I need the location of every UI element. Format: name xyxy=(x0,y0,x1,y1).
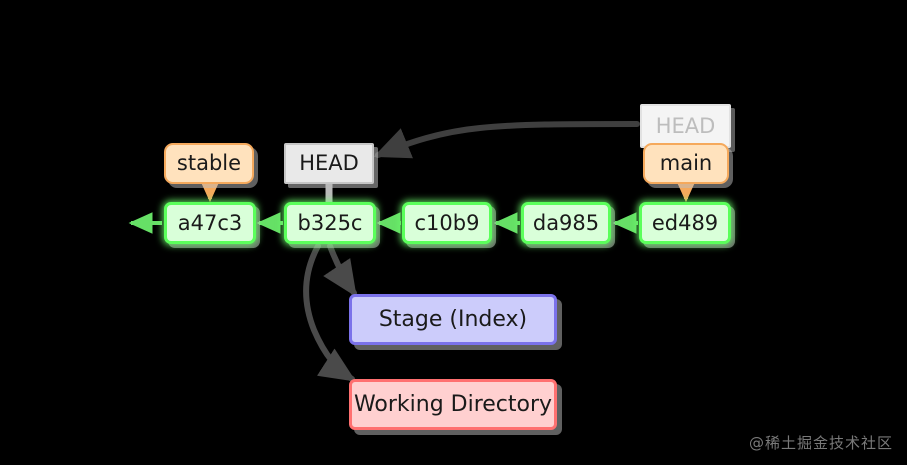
ref-head-ghost-label: HEAD xyxy=(655,113,716,138)
commit-a47c3-label: a47c3 xyxy=(177,210,243,235)
ref-stable[interactable]: stable xyxy=(164,143,254,184)
commit-ed489[interactable]: ed489 xyxy=(639,202,731,244)
commit-b325c-label: b325c xyxy=(297,210,363,235)
watermark: @稀土掘金技术社区 xyxy=(748,434,893,452)
commit-a47c3[interactable]: a47c3 xyxy=(164,202,256,244)
commit-da985-label: da985 xyxy=(532,210,600,235)
commit-da985[interactable]: da985 xyxy=(521,202,611,244)
stage-index-box[interactable]: Stage (Index) xyxy=(349,294,557,345)
ref-head-label: HEAD xyxy=(299,151,359,175)
edge-b325c-to-stage xyxy=(323,243,357,297)
working-directory-label: Working Directory xyxy=(353,391,553,417)
ref-main[interactable]: main xyxy=(643,143,729,184)
working-directory-box[interactable]: Working Directory xyxy=(349,379,557,430)
commit-b325c[interactable]: b325c xyxy=(284,202,376,244)
commit-c10b9[interactable]: c10b9 xyxy=(402,202,492,244)
edge-b325c-to-working xyxy=(303,243,357,382)
edge-head-move xyxy=(373,121,640,159)
ref-head-ghost[interactable]: HEAD xyxy=(640,104,731,148)
ref-head[interactable]: HEAD xyxy=(284,143,374,184)
stage-index-label: Stage (Index) xyxy=(378,306,528,332)
ref-stable-label: stable xyxy=(176,151,242,175)
commit-ed489-label: ed489 xyxy=(651,210,719,235)
commit-c10b9-label: c10b9 xyxy=(414,210,480,235)
ref-main-label: main xyxy=(659,151,713,175)
